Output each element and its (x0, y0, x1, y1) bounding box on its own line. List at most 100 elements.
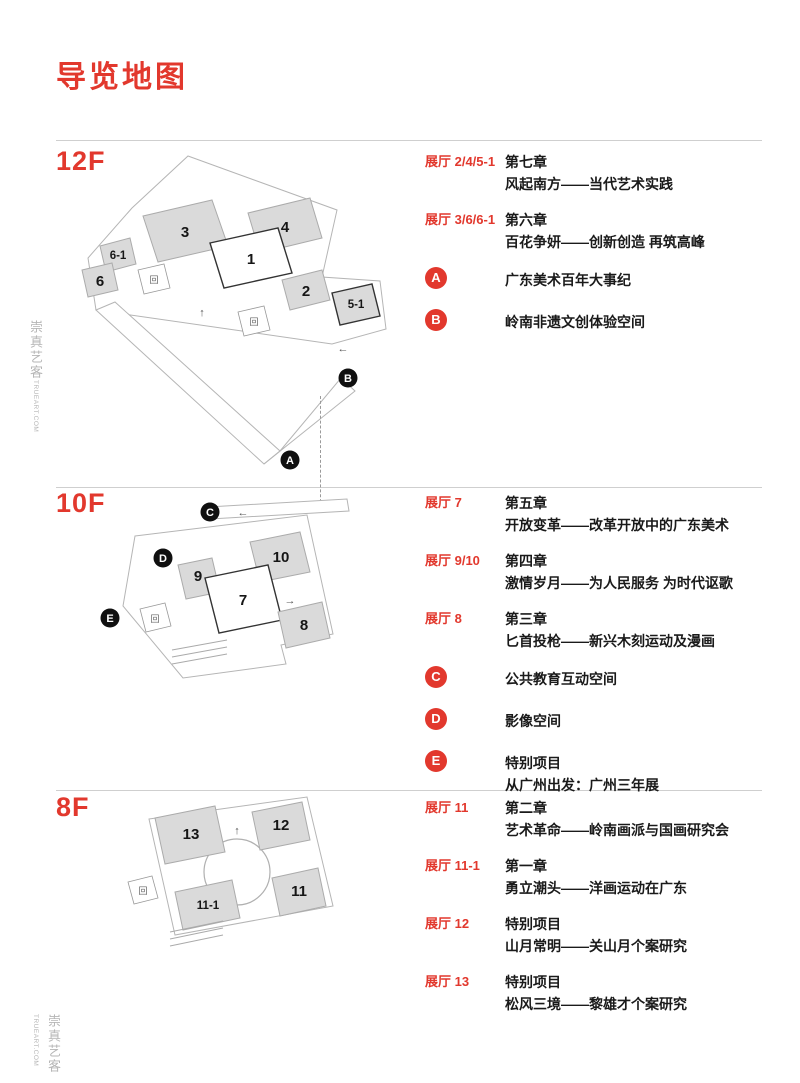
room-5-1-shape (331, 283, 381, 326)
legend-text: 第四章 激情岁月——为人民服务 为时代讴歌 (505, 550, 733, 594)
room-6-label: 6 (96, 273, 104, 290)
floor-plan-10f: 回 10 9 7 8 ← → C D E (100, 498, 350, 679)
arrow-up-icon: ↑ (199, 307, 205, 319)
room-2-label: 2 (302, 283, 310, 300)
legend-line: 第五章 (505, 495, 547, 511)
legend-8f: 展厅 11 第二章 艺术革命——岭南画派与国画研究会 展厅 11-1 第一章 勇… (425, 797, 773, 1029)
hall-label: 展厅 2/4/5-1 (425, 154, 496, 169)
legend-line: 影像空间 (505, 713, 561, 729)
legend-line: 从广州出发：广州三年展 (505, 777, 659, 793)
badge-d: D (425, 708, 447, 730)
hall-label: 展厅 3/6/6-1 (425, 212, 496, 227)
legend-row: 展厅 3/6/6-1 第六章 百花争妍——创新创造 再筑高峰 (425, 209, 773, 253)
arrow-right-icon: → (285, 595, 296, 607)
floor-label-8f: 8F (56, 792, 90, 822)
divider-top (56, 140, 762, 141)
legend-line: 第四章 (505, 553, 547, 569)
elevator-icon: 回 (149, 275, 158, 285)
stairs-hatch (169, 927, 224, 940)
legend-row: A 广东美术百年大事纪 (425, 267, 773, 291)
room-10-label: 10 (273, 549, 290, 566)
legend-row: D 影像空间 (425, 708, 773, 732)
hall-label: 展厅 11 (425, 800, 469, 815)
marker-c (200, 502, 220, 522)
arrow-up-icon: ↑ (234, 825, 240, 837)
room-8-label: 8 (300, 617, 308, 634)
legend-text: 特别项目 山月常明——关山月个案研究 (505, 913, 687, 957)
legend-row: 展厅 12 特别项目 山月常明——关山月个案研究 (425, 913, 773, 957)
room-3-label: 3 (181, 224, 189, 241)
floor-label-10f: 10F (56, 488, 106, 518)
marker-e (100, 608, 120, 628)
legend-line: 第一章 (505, 858, 547, 874)
marker-b (338, 368, 358, 388)
legend-line: 激情岁月——为人民服务 为时代讴歌 (505, 575, 733, 591)
marker-d (153, 548, 173, 568)
legend-row: B 岭南非遗文创体验空间 (425, 309, 773, 333)
legend-line: 松风三境——黎雄才个案研究 (505, 996, 687, 1012)
marker-a (280, 450, 300, 470)
elevator-icon: 回 (249, 317, 258, 327)
legend-line: 公共教育互动空间 (505, 671, 617, 687)
hall-label: 展厅 7 (425, 495, 462, 510)
legend-text: 第六章 百花争妍——创新创造 再筑高峰 (505, 209, 705, 253)
legend-row: 展厅 11-1 第一章 勇立潮头——洋画运动在广东 (425, 855, 773, 899)
divider-10f-8f (56, 790, 762, 791)
page-title: 导览地图 (56, 61, 188, 94)
legend-line: 百花争妍——创新创造 再筑高峰 (505, 234, 705, 250)
watermark-subtext: TRUEART.COM (32, 1014, 39, 1067)
hall-label: 展厅 9/10 (425, 553, 480, 568)
badge-cell: E (425, 750, 505, 772)
legend-line: 艺术革命——岭南画派与国画研究会 (505, 822, 729, 838)
level-connector-dashed-line (320, 396, 321, 512)
marker-b-label: B (344, 373, 352, 385)
legend-text: 第五章 开放变革——改革开放中的广东美术 (505, 492, 729, 536)
badge-b: B (425, 309, 447, 331)
elevator-box (127, 875, 159, 905)
legend-10f: 展厅 7 第五章 开放变革——改革开放中的广东美术 展厅 9/10 第四章 激情… (425, 492, 773, 814)
floor-label-12f: 12F (56, 146, 106, 176)
legend-line: 第七章 (505, 154, 547, 170)
elevator-box (139, 602, 172, 633)
room-6-shape (81, 262, 119, 298)
watermark-subtext: TRUEART.COM (32, 380, 39, 433)
marker-e-label: E (106, 613, 113, 625)
stairs-hatch (171, 653, 228, 665)
legend-text: 第一章 勇立潮头——洋画运动在广东 (505, 855, 687, 899)
legend-row: E 特别项目 从广州出发：广州三年展 (425, 750, 773, 796)
hall-label: 展厅 12 (425, 916, 470, 931)
arrow-left-icon: ← (338, 343, 349, 355)
floor-plan-12f: 回 回 3 4 1 2 5-1 6-1 6 ↑ ← B A (81, 155, 387, 470)
divider-12f-10f (56, 487, 762, 488)
room-12-label: 12 (273, 817, 290, 834)
room-2-shape (281, 269, 331, 311)
legend-row: 展厅 7 第五章 开放变革——改革开放中的广东美术 (425, 492, 773, 536)
room-8-shape (277, 601, 331, 649)
legend-row: 展厅 8 第三章 匕首投枪——新兴木刻运动及漫画 (425, 608, 773, 652)
legend-row: 展厅 13 特别项目 松风三境——黎雄才个案研究 (425, 971, 773, 1015)
legend-line: 特别项目 (505, 916, 561, 932)
legend-text: 第七章 风起南方——当代艺术实践 (505, 151, 673, 195)
room-11-1-label: 11-1 (197, 900, 220, 912)
room-9-label: 9 (194, 568, 202, 585)
elevator-icon: 回 (150, 614, 159, 624)
legend-text: 岭南非遗文创体验空间 (505, 309, 645, 333)
room-1-label: 1 (247, 251, 255, 268)
legend-line: 山月常明——关山月个案研究 (505, 938, 687, 954)
room-5-1-label: 5-1 (348, 299, 365, 311)
legend-line: 特别项目 (505, 974, 561, 990)
elevator-icon: 回 (138, 886, 147, 896)
legend-line: 岭南非遗文创体验空间 (505, 314, 645, 330)
legend-line: 第二章 (505, 800, 547, 816)
badge-c: C (425, 666, 447, 688)
legend-line: 广东美术百年大事纪 (505, 272, 631, 288)
stairs-hatch (171, 639, 228, 651)
legend-line: 第三章 (505, 611, 547, 627)
badge-cell: D (425, 708, 505, 730)
badge-e: E (425, 750, 447, 772)
hall-label: 展厅 11-1 (425, 858, 480, 873)
legend-line: 勇立潮头——洋画运动在广东 (505, 880, 687, 896)
hall-label: 展厅 8 (425, 611, 462, 626)
room-13-label: 13 (183, 826, 200, 843)
